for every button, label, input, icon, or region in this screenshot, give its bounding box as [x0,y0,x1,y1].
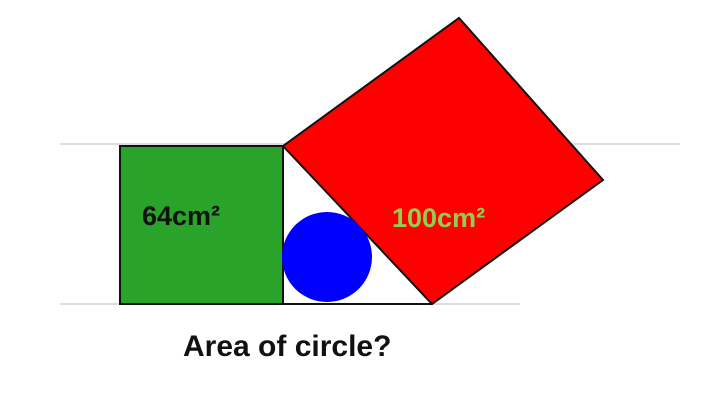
green-square-label: 64cm² [142,201,220,231]
red-square-label: 100cm² [392,203,485,233]
blue-circle [282,212,372,302]
green-square [119,145,284,305]
question-text: Area of circle? [183,330,391,363]
red-square [281,16,605,306]
